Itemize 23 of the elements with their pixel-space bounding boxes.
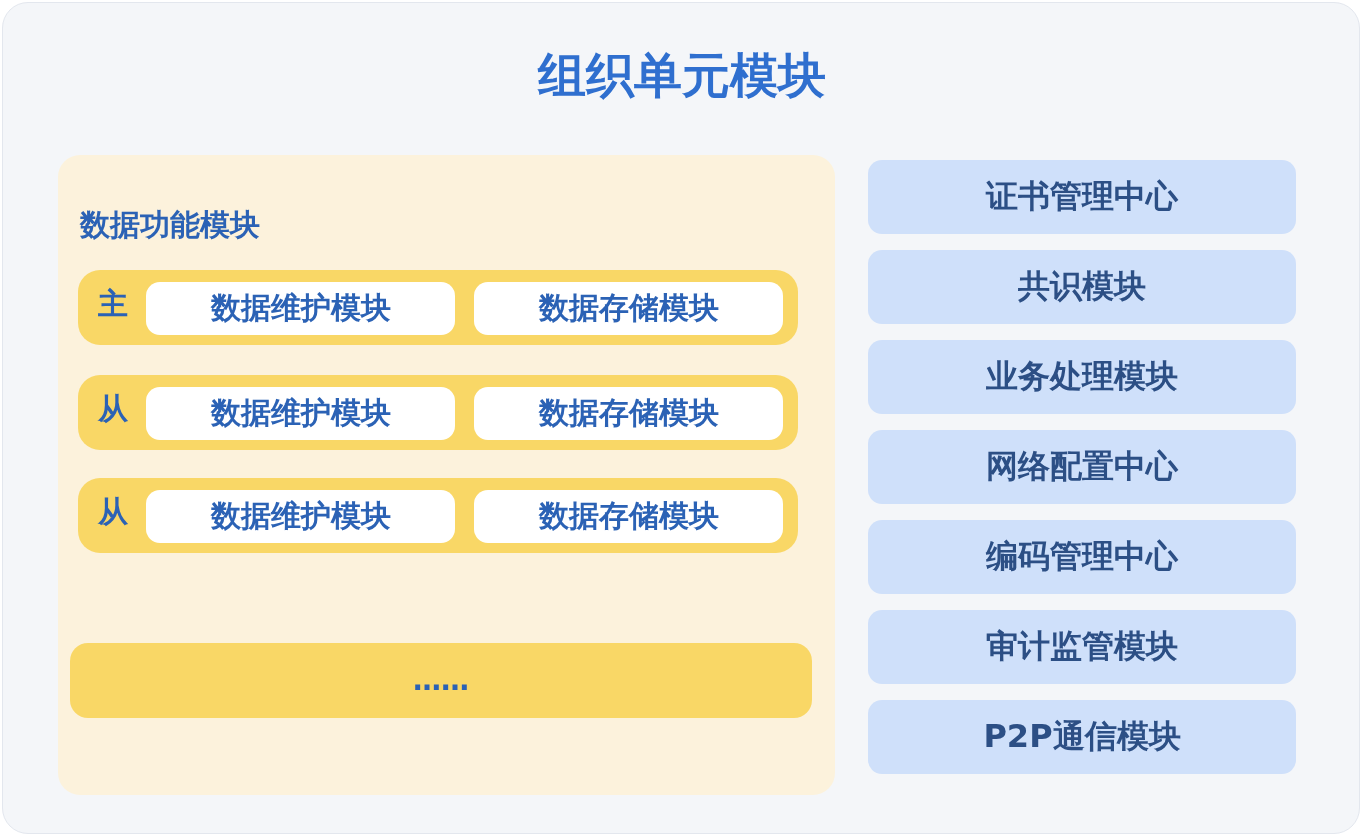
module-box: 审计监管模块 <box>868 610 1296 684</box>
module-box: 数据存储模块 <box>474 490 783 543</box>
row-label: 从 <box>98 493 128 531</box>
row-label: 主 <box>98 285 128 323</box>
module-box: 共识模块 <box>868 250 1296 324</box>
module-box: P2P通信模块 <box>868 700 1296 774</box>
module-box: 数据维护模块 <box>146 282 455 335</box>
ellipsis-bar: …… <box>70 643 812 718</box>
panel-background <box>58 155 835 795</box>
row-bar <box>78 478 798 553</box>
row-bar <box>78 270 798 345</box>
module-box: 数据维护模块 <box>146 490 455 543</box>
diagram-title: 组织单元模块 <box>536 46 827 105</box>
panel-heading: 数据功能模块 <box>80 206 260 244</box>
module-box: 证书管理中心 <box>868 160 1296 234</box>
module-box: 网络配置中心 <box>868 430 1296 504</box>
module-box: 业务处理模块 <box>868 340 1296 414</box>
module-box: 编码管理中心 <box>868 520 1296 594</box>
row-bar <box>78 375 798 450</box>
row-label: 从 <box>98 390 128 428</box>
module-box: 数据存储模块 <box>474 282 783 335</box>
module-box: 数据维护模块 <box>146 387 455 440</box>
module-box: 数据存储模块 <box>474 387 783 440</box>
